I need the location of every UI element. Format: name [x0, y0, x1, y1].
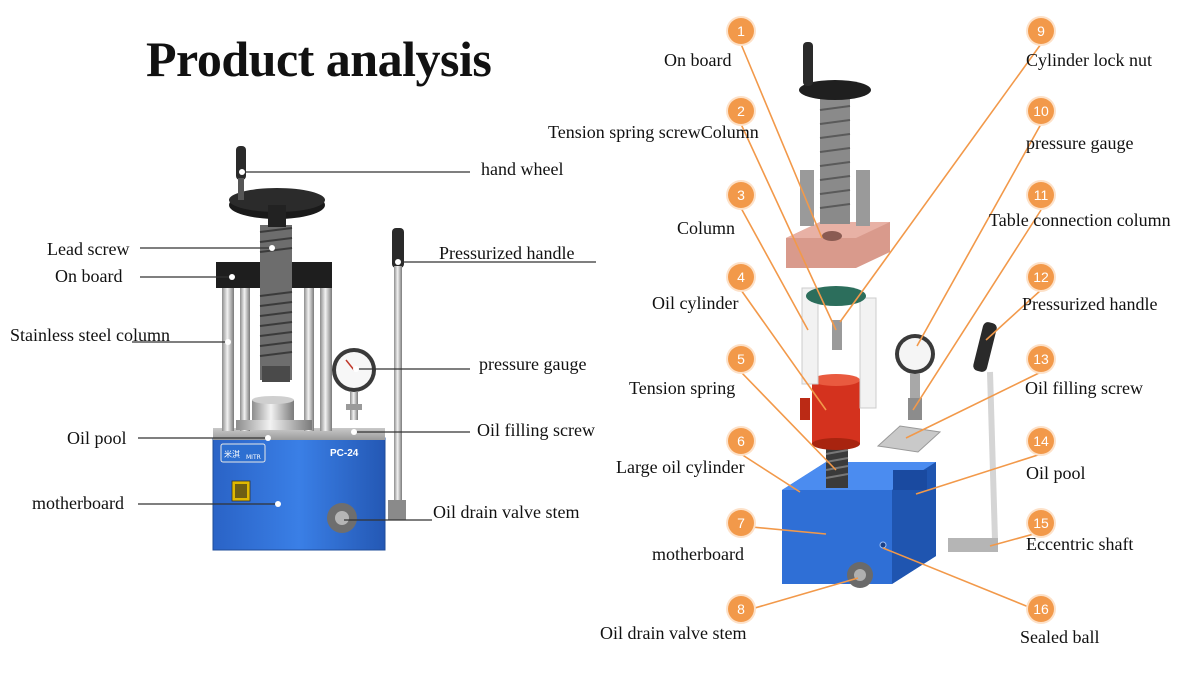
part-label-1: On board	[664, 50, 732, 70]
badge-10: 10	[1028, 98, 1054, 124]
part-label-13: Oil filling screw	[1025, 378, 1143, 398]
part-label-2: Tension spring screwColumn	[548, 122, 759, 142]
oil-drain-valve	[327, 503, 357, 533]
badge-3: 3	[728, 182, 754, 208]
left-leader-lines	[132, 171, 596, 521]
right-leader-lines	[740, 43, 1042, 613]
badge-2: 2	[728, 98, 754, 124]
label-pressure-gauge: pressure gauge	[479, 354, 587, 374]
exploded-drain-valve	[847, 562, 873, 588]
part-label-6: Large oil cylinder	[616, 457, 745, 477]
badge-6: 6	[728, 428, 754, 454]
lead-screw	[259, 225, 293, 382]
label-oil-drain-valve-stem: Oil drain valve stem	[433, 502, 580, 522]
badge-13: 13	[1028, 346, 1054, 372]
part-label-7: motherboard	[652, 544, 744, 564]
badge-11: 11	[1028, 182, 1054, 208]
exploded-columns	[801, 286, 877, 409]
label-lead-screw: Lead screw	[47, 239, 130, 259]
exploded-pressure-gauge	[895, 334, 935, 420]
label-on-board: On board	[55, 266, 123, 286]
part-label-14: Oil pool	[1026, 463, 1086, 483]
part-label-16: Sealed ball	[1020, 627, 1100, 647]
left-leader-dots	[225, 169, 401, 507]
part-label-15: Eccentric shaft	[1026, 534, 1134, 554]
label-stainless-steel-column: Stainless steel column	[10, 325, 170, 345]
stainless-steel-columns	[222, 286, 332, 431]
exploded-tension-spring	[825, 448, 849, 488]
exploded-lead-screw	[799, 42, 871, 226]
badge-1: 1	[728, 18, 754, 44]
label-motherboard: motherboard	[32, 493, 124, 513]
brand-latin-text: MITR	[246, 454, 261, 461]
label-hand-wheel: hand wheel	[481, 159, 564, 179]
motherboard-base: 米淇 MITR PC-24	[212, 428, 386, 551]
exploded-oil-filling-plate	[876, 425, 942, 453]
badge-4: 4	[728, 264, 754, 290]
label-oil-pool: Oil pool	[67, 428, 127, 448]
label-pressurized-handle: Pressurized handle	[439, 243, 575, 263]
badge-9: 9	[1028, 18, 1054, 44]
part-label-5: Tension spring	[629, 378, 736, 398]
pressurized-handle	[388, 228, 406, 520]
badge-15: 15	[1028, 510, 1054, 536]
part-label-4: Oil cylinder	[652, 293, 739, 313]
part-label-8: Oil drain valve stem	[600, 623, 747, 643]
badge-7: 7	[728, 510, 754, 536]
exploded-on-board	[786, 222, 890, 268]
oil-pool-cylinder	[236, 396, 312, 430]
label-oil-filling-screw: Oil filling screw	[477, 420, 595, 440]
brand-logo-text: 米淇	[224, 449, 240, 459]
page-title: Product analysis	[146, 31, 492, 87]
badge-16: 16	[1028, 596, 1054, 622]
badge-5: 5	[728, 346, 754, 372]
model-label: PC-24	[330, 448, 359, 459]
part-label-3: Column	[677, 218, 736, 238]
part-label-12: Pressurized handle	[1022, 294, 1158, 314]
badge-14: 14	[1028, 428, 1054, 454]
badge-12: 12	[1028, 264, 1054, 290]
part-label-9: Cylinder lock nut	[1026, 50, 1152, 70]
part-label-11: Table connection column	[989, 210, 1171, 230]
exploded-pressurized-handle	[948, 322, 998, 552]
exploded-oil-cylinder	[800, 374, 860, 450]
part-label-10: pressure gauge	[1026, 133, 1134, 153]
badge-8: 8	[728, 596, 754, 622]
